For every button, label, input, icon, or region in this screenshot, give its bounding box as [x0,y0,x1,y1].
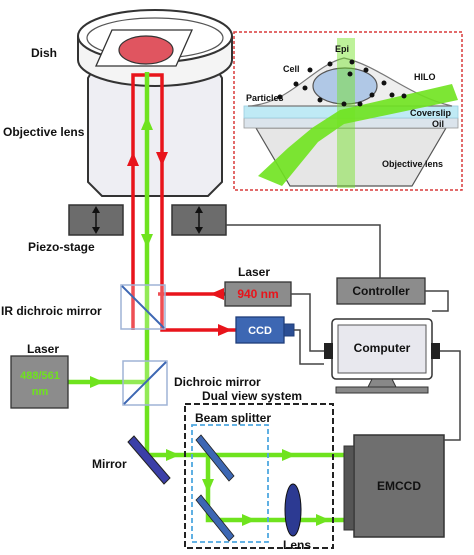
inset-label-oil: Oil [432,119,444,129]
dual-view-box [184,403,334,549]
inset-label-coverslip: Coverslip [410,108,452,118]
mirror [127,435,171,485]
label-ccd: CCD [248,325,272,337]
label-dish: Dish [31,46,57,60]
dichroic-mirror [122,360,168,406]
piezo-stage [68,204,227,236]
green-arrows [90,116,330,526]
emccd-box [343,434,445,538]
particles [277,59,407,107]
inset-label-epi: Epi [335,44,349,54]
ccd-box [235,316,295,344]
computer [324,318,440,394]
laser-488-box [10,355,69,409]
red-arrows [127,152,232,336]
label-940nm: 940 nm [237,287,278,301]
inset-panel [233,31,463,191]
sample-spot [118,35,174,65]
label-dichroic: Dichroic mirror [174,375,261,389]
label-lens: Lens [283,538,311,552]
lens-element [284,483,302,537]
label-laser-left: Laser [27,342,59,356]
label-piezo-stage: Piezo-stage [28,240,95,254]
label-488-line1: 488/561 [20,370,60,382]
inset-label-particles: Particles [246,93,284,103]
label-emccd: EMCCD [377,479,421,493]
label-laser-top: Laser [238,265,270,279]
label-computer: Computer [354,341,411,355]
label-dual-view: Dual view system [202,389,302,403]
dish [77,9,233,87]
label-mirror: Mirror [92,457,127,471]
label-beam-splitter: Beam splitter [195,411,271,425]
label-488-line2: nm [32,386,49,398]
label-controller: Controller [352,284,410,298]
ir-dichroic-mirror [120,284,166,330]
inset-label-objective: Objective lens [382,159,443,169]
cables [226,224,461,441]
label-objective-lens: Objective lens [3,125,85,139]
inset-label-cell: Cell [283,64,300,74]
label-ir-dichroic: IR dichroic mirror [1,304,102,318]
inset-label-hilo: HILO [414,72,436,82]
